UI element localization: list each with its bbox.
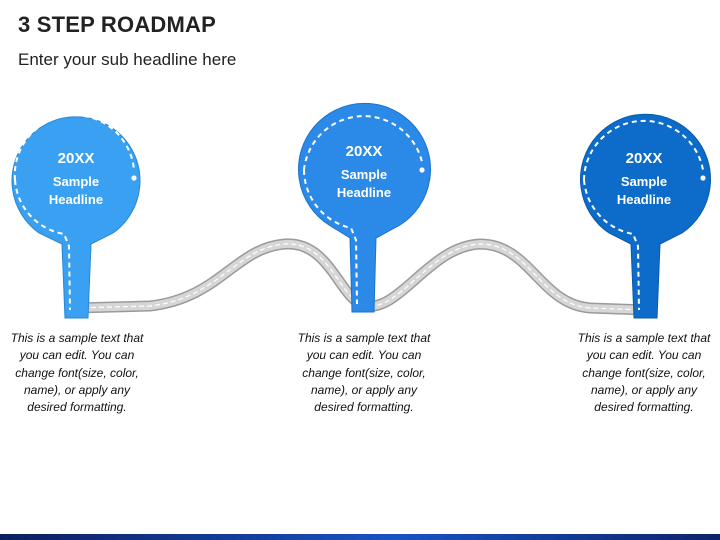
step-3-dot-icon: [700, 175, 706, 181]
step-3-description: This is a sample text that you can edit.…: [577, 331, 711, 415]
step-1-description: This is a sample text that you can edit.…: [10, 331, 144, 415]
step-1-year: 20XX: [57, 150, 95, 167]
page-title: 3 STEP ROADMAP: [18, 12, 216, 37]
step-2-description: This is a sample text that you can edit.…: [297, 331, 431, 415]
step-2-label: 20XX Sample Headline: [309, 143, 419, 202]
step-3-pin: [580, 113, 711, 319]
page-subtitle: Enter your sub headline here: [18, 50, 237, 69]
step-2-headline-line2: Headline: [336, 185, 392, 200]
step-1-label: 20XX Sample Headline: [21, 150, 131, 209]
step-3-headline-line1: Sample: [620, 174, 668, 189]
step-1-headline-line2: Headline: [48, 192, 104, 207]
step-2-dot-icon: [419, 167, 425, 173]
step-3-headline-line2: Headline: [616, 192, 672, 207]
step-3-year: 20XX: [625, 150, 663, 167]
step-2-pin: [298, 102, 431, 313]
step-2-year: 20XX: [345, 143, 383, 160]
step-3-label: 20XX Sample Headline: [589, 150, 699, 209]
footer-accent-bar: [0, 534, 720, 540]
step-2-headline-line1: Sample: [340, 167, 388, 182]
step-1-pin: [11, 114, 141, 319]
step-1-headline-line1: Sample: [52, 174, 100, 189]
step-1-dot-icon: [131, 175, 137, 181]
